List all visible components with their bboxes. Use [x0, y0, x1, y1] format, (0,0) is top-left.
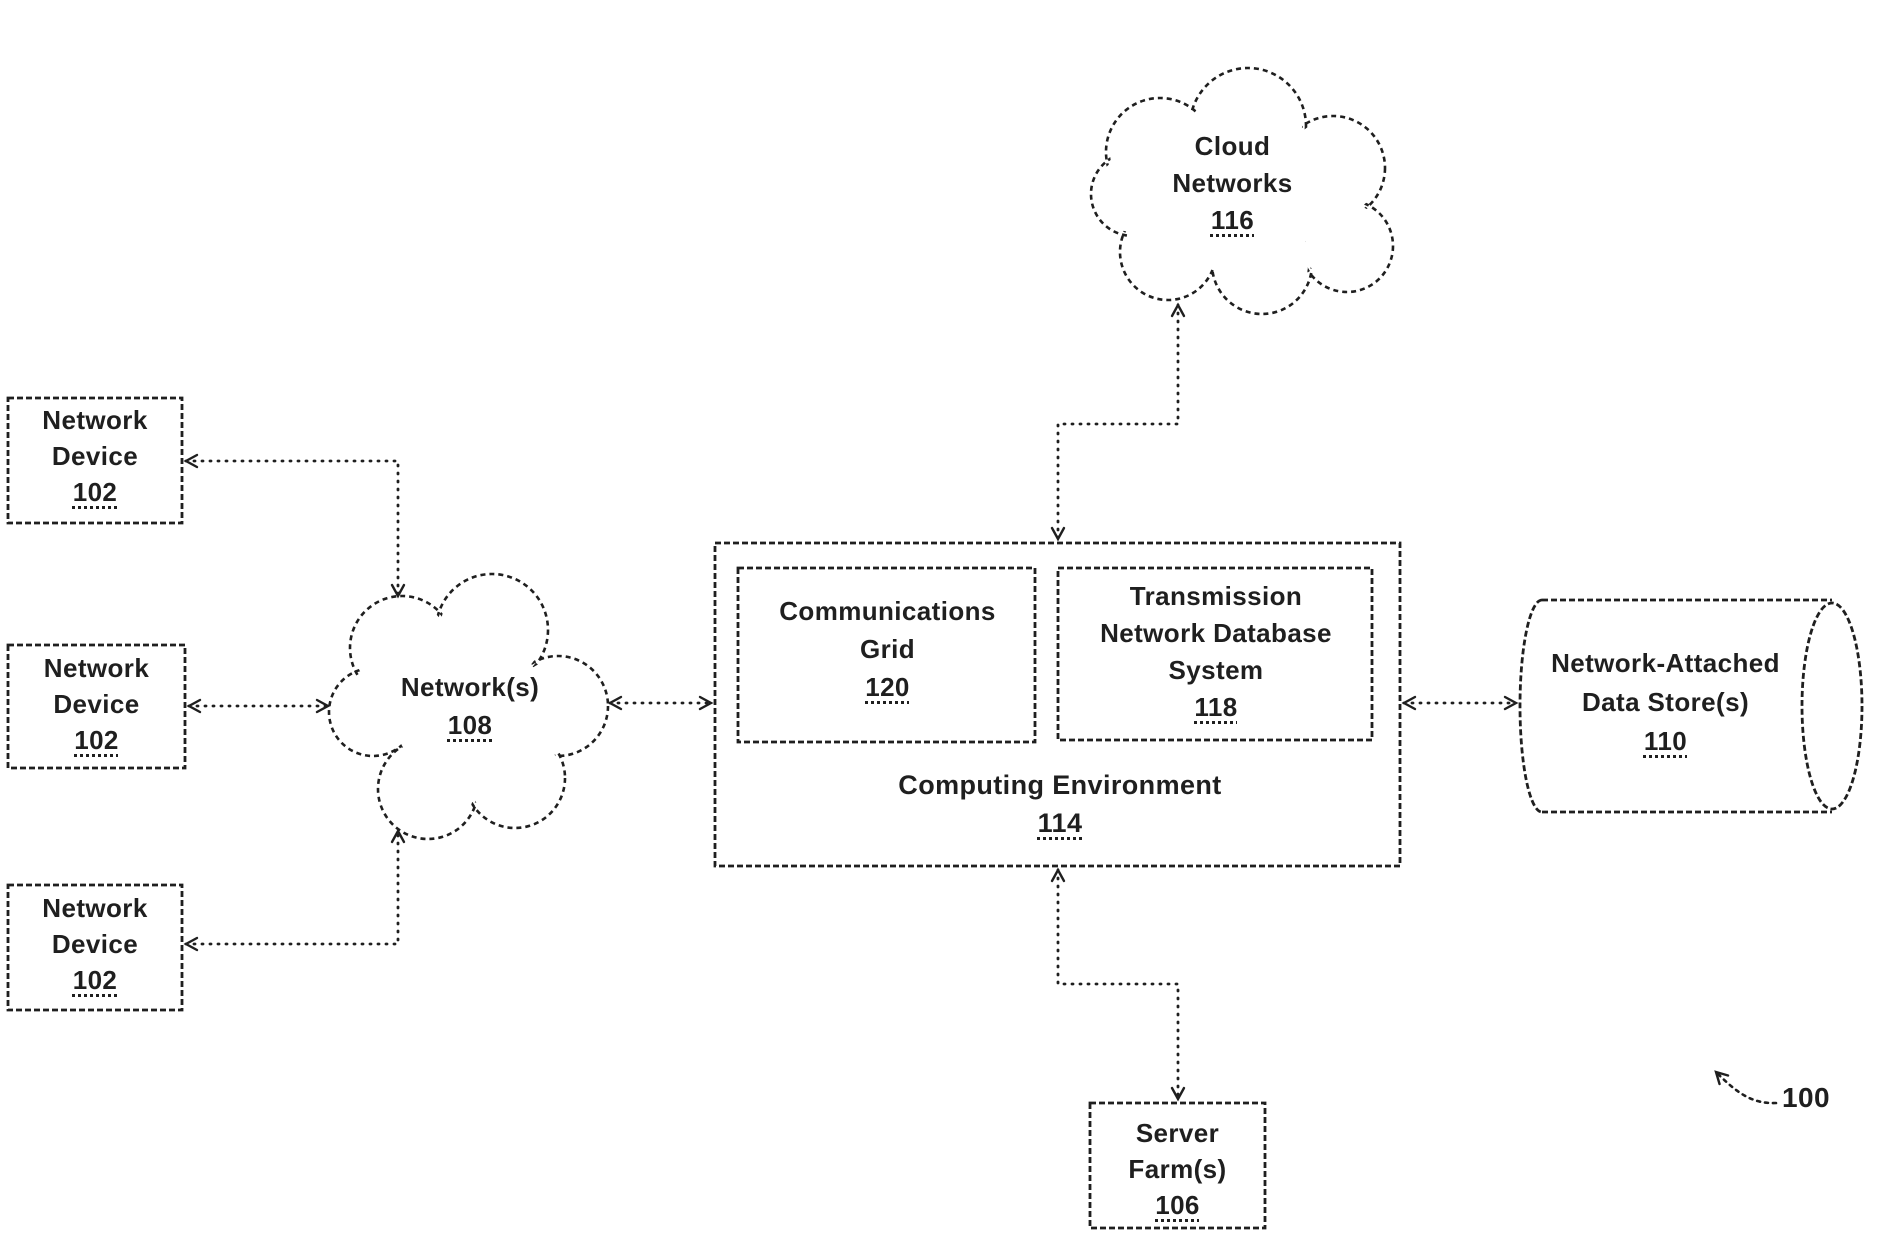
cloud-fill [393, 635, 543, 785]
network-device-2-label: Network Device 102 [8, 650, 185, 758]
figure-ref-number: 100 [1782, 1082, 1830, 1113]
computing-environment-label: Computing Environment 114 [860, 766, 1260, 842]
label-line: Farm(s) [1128, 1154, 1227, 1184]
label-line: Grid [859, 634, 916, 664]
ref-number: 106 [1155, 1190, 1200, 1220]
label-line: Cloud [1194, 131, 1271, 161]
label-line: Network-Attached [1551, 648, 1780, 678]
network-attached-data-stores-label: Network-Attached Data Store(s) 110 [1528, 644, 1803, 761]
cloud-networks-label: Cloud Networks 116 [1125, 128, 1340, 239]
connector-cloud-networks-computing-environment [1050, 302, 1186, 542]
server-farms-box [1088, 1101, 1267, 1230]
communications-grid-box [736, 566, 1037, 744]
data-stores-cylinder [1518, 598, 1864, 814]
ref-number: 120 [865, 672, 910, 702]
networks-cloud-label: Network(s) 108 [355, 668, 585, 744]
network-device-3-label: Network Device 102 [8, 890, 182, 998]
ref-number: 102 [74, 725, 119, 755]
cloud-networks-shape [1089, 66, 1395, 316]
cylinder-fill [1520, 600, 1863, 812]
cylinder-left-cap [1518, 598, 1543, 814]
network-device-box-1 [6, 396, 184, 525]
ref-number: 102 [72, 965, 118, 995]
connector-device1-networks [183, 453, 406, 599]
label-line: Networks [1172, 168, 1293, 198]
server-farms-label: Server Farm(s) 106 [1090, 1115, 1265, 1223]
cloud-fill [1160, 115, 1320, 275]
transmission-network-database-system-box [1056, 566, 1374, 742]
label-line: System [1168, 655, 1264, 685]
network-device-box-2 [6, 643, 187, 770]
label-line: Data Store(s) [1581, 687, 1749, 717]
cylinder-right-ellipse [1800, 601, 1864, 811]
cloud-fill [1305, 204, 1389, 288]
cloud-fill [333, 672, 413, 752]
label-line: Network [43, 653, 150, 683]
figure-ref-label: 100 [1782, 1080, 1872, 1116]
communications-grid-label: Communications Grid 120 [740, 592, 1035, 706]
ref-number: 116 [1210, 205, 1255, 235]
transmission-network-database-system-label: Transmission Network Database System 118 [1060, 578, 1372, 726]
label-line: Network [42, 405, 148, 435]
connector-computing-environment-server-farms [1050, 867, 1186, 1102]
label-line: Transmission [1129, 581, 1303, 611]
label-line: Device [51, 929, 139, 959]
ref-number: 102 [72, 477, 118, 507]
network-device-1-label: Network Device 102 [8, 402, 182, 510]
ref-number: 108 [447, 710, 493, 740]
ref-number: 110 [1643, 726, 1688, 756]
network-device-box-3 [6, 883, 184, 1012]
cloud-fill [1095, 156, 1171, 232]
ref-number: 114 [1037, 808, 1083, 838]
label-line: Server [1135, 1118, 1220, 1148]
label-line: Network(s) [400, 672, 540, 702]
figure-ref-arrow [1714, 1070, 1778, 1105]
networks-cloud-shape [327, 572, 610, 841]
connector-device3-networks [183, 828, 406, 952]
label-line: Device [51, 441, 139, 471]
label-line: Network [42, 893, 148, 923]
label-line: Device [53, 689, 140, 719]
label-line: Computing Environment [898, 770, 1222, 800]
label-line: Network Database [1100, 618, 1332, 648]
ref-number: 118 [1194, 692, 1238, 722]
label-line: Communications [779, 596, 996, 626]
